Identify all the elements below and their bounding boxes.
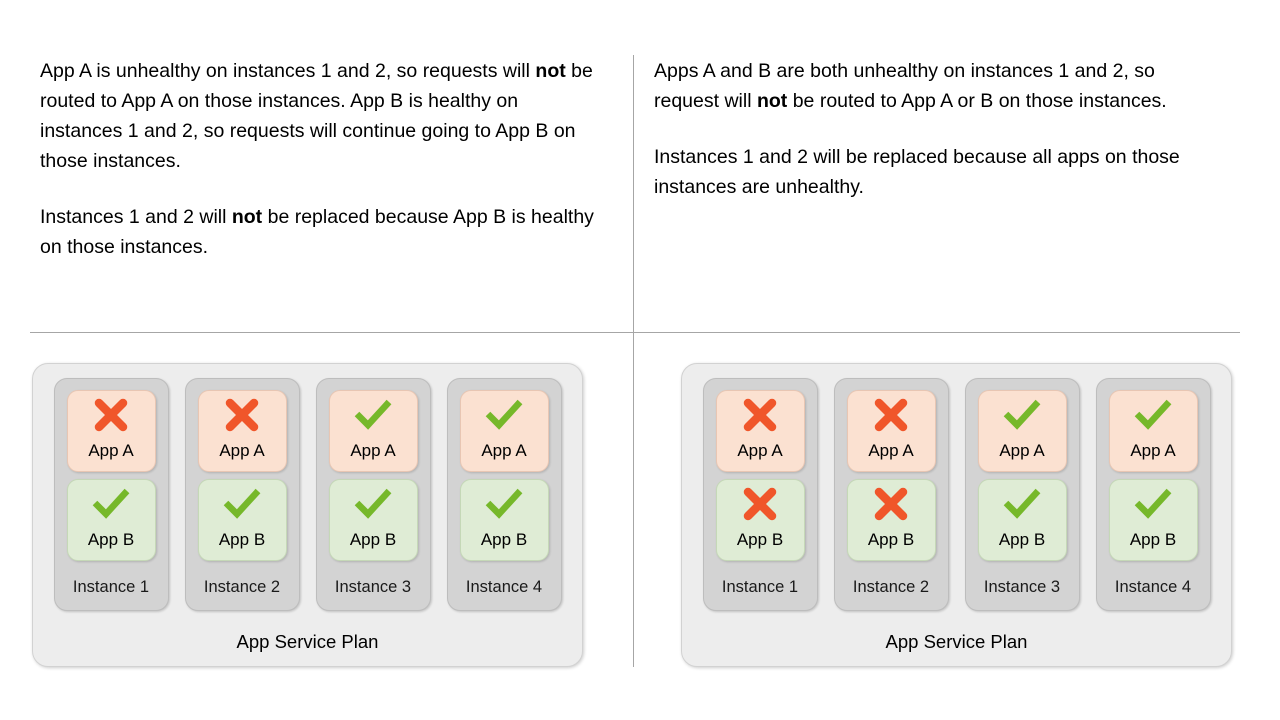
body-text: Apps A and B are both unhealthy on insta… (654, 60, 1155, 112)
instance-label: Instance 1 (721, 578, 799, 596)
app-status-box[interactable]: App A (328, 390, 418, 472)
app-status-box[interactable]: App B (977, 479, 1067, 561)
body-text: be routed to App A or B on those instanc… (787, 90, 1167, 112)
app-label: App B (480, 530, 528, 549)
check-icon (485, 488, 523, 519)
horizontal-divider (30, 332, 1240, 333)
instance-list: App A App B Instance 1 App A App B Instance 2… (682, 378, 1231, 611)
app-status-box[interactable]: App B (197, 479, 287, 561)
app-status-box[interactable]: App B (328, 479, 418, 561)
instance-card[interactable]: App A App B Instance 3 (315, 378, 431, 611)
app-label: App B (1129, 530, 1177, 549)
paragraph: Instances 1 and 2 will not be replaced b… (40, 202, 600, 262)
app-status-box[interactable]: App B (846, 479, 936, 561)
cross-icon (743, 487, 777, 521)
app-label: App B (736, 530, 784, 549)
check-icon (223, 488, 261, 519)
instance-card[interactable]: App A App B Instance 3 (964, 378, 1080, 611)
check-icon (1003, 488, 1041, 519)
instance-label: Instance 4 (1114, 578, 1192, 596)
body-text: App A is unhealthy on instances 1 and 2,… (40, 60, 536, 82)
app-label: App B (998, 530, 1046, 549)
app-label: App A (350, 441, 396, 460)
instance-label: Instance 3 (983, 578, 1061, 596)
app-label: App A (88, 441, 134, 460)
emphasis-text: not (756, 90, 788, 112)
cross-icon (94, 398, 128, 432)
instance-card[interactable]: App A App B Instance 2 (833, 378, 949, 611)
app-status-box[interactable]: App A (846, 390, 936, 472)
app-status-box[interactable]: App B (459, 479, 549, 561)
app-service-plan-label: App Service Plan (236, 631, 379, 652)
app-status-box[interactable]: App B (715, 479, 805, 561)
instance-label: Instance 2 (852, 578, 930, 596)
check-icon (1003, 399, 1041, 430)
instance-list: App A App B Instance 1 App A App B Instance 2… (33, 378, 582, 611)
body-text: Instances 1 and 2 will be replaced becau… (654, 146, 1180, 198)
app-label: App B (87, 530, 135, 549)
description-text-right: Apps A and B are both unhealthy on insta… (654, 56, 1204, 202)
app-status-box[interactable]: App B (66, 479, 156, 561)
app-label: App A (481, 441, 527, 460)
app-service-plan-right: App A App B Instance 1 App A App B Instance 2… (681, 363, 1232, 667)
emphasis-text: not (231, 206, 263, 228)
instance-card[interactable]: App A App B Instance 4 (1095, 378, 1211, 611)
body-text: Instances 1 and 2 will (40, 206, 232, 228)
app-status-box[interactable]: App A (977, 390, 1067, 472)
instance-card[interactable]: App A App B Instance 4 (446, 378, 562, 611)
app-label: App A (219, 441, 265, 460)
app-status-box[interactable]: App A (197, 390, 287, 472)
instance-card[interactable]: App A App B Instance 2 (184, 378, 300, 611)
cross-icon (874, 398, 908, 432)
check-icon (354, 488, 392, 519)
check-icon (354, 399, 392, 430)
emphasis-text: not (535, 60, 566, 82)
body-text: be replaced because App B is healthy on … (40, 206, 594, 258)
instance-label: Instance 3 (334, 578, 412, 596)
instance-label: Instance 2 (203, 578, 281, 596)
instance-card[interactable]: App A App B Instance 1 (702, 378, 818, 611)
cross-icon (743, 398, 777, 432)
app-label: App A (868, 441, 914, 460)
app-label: App B (349, 530, 397, 549)
app-label: App A (999, 441, 1045, 460)
description-text-left: App A is unhealthy on instances 1 and 2,… (40, 56, 600, 262)
app-label: App B (867, 530, 915, 549)
app-status-box[interactable]: App B (1108, 479, 1198, 561)
app-status-box[interactable]: App A (1108, 390, 1198, 472)
instance-label: Instance 4 (465, 578, 543, 596)
app-service-plan-left: App A App B Instance 1 App A App B Instance 2… (32, 363, 583, 667)
app-service-plan-label: App Service Plan (885, 631, 1028, 652)
check-icon (92, 488, 130, 519)
app-label: App A (737, 441, 783, 460)
app-status-box[interactable]: App A (715, 390, 805, 472)
instance-label: Instance 1 (72, 578, 150, 596)
app-status-box[interactable]: App A (459, 390, 549, 472)
app-status-box[interactable]: App A (66, 390, 156, 472)
instance-card[interactable]: App A App B Instance 1 (53, 378, 169, 611)
app-label: App A (1130, 441, 1176, 460)
paragraph: Instances 1 and 2 will be replaced becau… (654, 142, 1204, 202)
check-icon (1134, 399, 1172, 430)
vertical-divider (633, 55, 634, 667)
cross-icon (225, 398, 259, 432)
body-text: be routed to App A on those instances. A… (40, 60, 593, 172)
paragraph: Apps A and B are both unhealthy on insta… (654, 56, 1204, 116)
app-label: App B (218, 530, 266, 549)
check-icon (485, 399, 523, 430)
cross-icon (874, 487, 908, 521)
check-icon (1134, 488, 1172, 519)
paragraph: App A is unhealthy on instances 1 and 2,… (40, 56, 600, 176)
